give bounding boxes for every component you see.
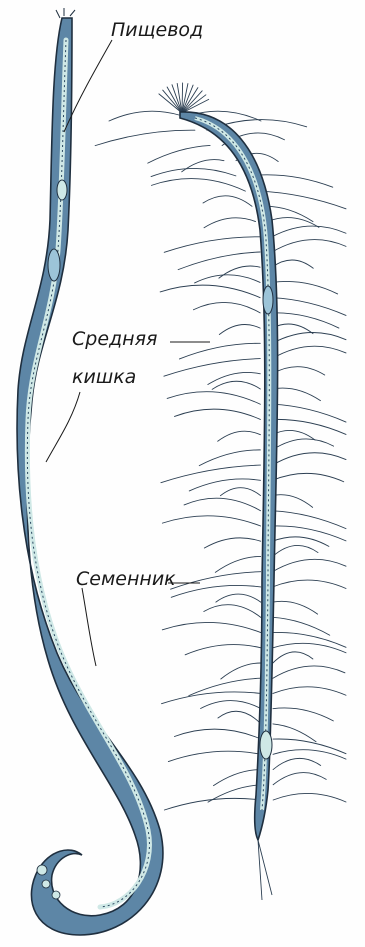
bristle-left: [184, 498, 260, 511]
bristle-left: [175, 409, 261, 419]
left-worm-egg: [42, 880, 50, 888]
bristle-right: [272, 324, 313, 334]
bristle-left: [164, 798, 261, 810]
bristle-left: [220, 488, 260, 496]
bristle-right: [273, 652, 313, 663]
bristle-right: [273, 580, 346, 588]
bristle-right: [273, 559, 346, 571]
bristle-right: [272, 346, 346, 358]
bristle-right: [273, 545, 318, 556]
bristle-right: [272, 226, 346, 237]
bristle-right: [273, 643, 346, 652]
bristle-left: [168, 751, 261, 761]
bristle-left: [148, 145, 210, 163]
bristle-left: [195, 275, 261, 283]
bristle-right: [272, 313, 339, 328]
bristle-left: [160, 285, 260, 298]
bristle-left: [218, 711, 261, 724]
bristle-right: [272, 260, 313, 268]
bristle-left: [203, 196, 252, 207]
bristle-left: [162, 516, 260, 526]
leader-line-midgut: [46, 392, 80, 462]
bristle-right: [272, 367, 324, 375]
left-worm-bulb: [57, 180, 67, 200]
left-worm-bulb: [48, 249, 60, 281]
bristle-right: [272, 333, 346, 344]
bristle-left: [164, 359, 260, 377]
bristle-left: [218, 431, 261, 441]
bristle-right: [273, 687, 346, 695]
bristles: [95, 83, 346, 810]
leader-line-testis: [82, 588, 96, 666]
bristle-left: [199, 450, 260, 466]
bristle-right: [273, 495, 313, 508]
bristle-left: [178, 252, 260, 270]
left-worm-head-hairs: [56, 8, 75, 18]
bristle-right: [273, 773, 326, 785]
bristle-left: [219, 266, 260, 278]
bristle-right: [273, 708, 333, 721]
bristle-left: [174, 729, 261, 739]
bristle-left: [167, 392, 260, 405]
bristle-right: [273, 793, 346, 802]
bristle-left: [185, 645, 261, 655]
bristle-right: [273, 758, 321, 769]
bristle-left: [204, 605, 261, 618]
bristle-left: [182, 160, 224, 172]
left-worm: [17, 8, 163, 935]
bristle-left: [204, 218, 255, 228]
bristle-left: [179, 343, 260, 359]
bristle-left: [109, 111, 179, 121]
bristle-left: [161, 465, 261, 483]
bristle-left: [213, 770, 261, 786]
bristle-left: [151, 168, 236, 176]
head-bristle: [182, 83, 183, 113]
right-worm-bulb: [263, 286, 273, 314]
bristle-right: [273, 601, 318, 614]
bristle-right: [272, 439, 333, 450]
bristle-right: [273, 750, 346, 759]
bristle-right: [273, 537, 329, 547]
label-midgut-line1: Средняя: [72, 328, 157, 350]
bristle-left: [95, 130, 195, 145]
bristle-left: [162, 692, 261, 704]
bristle-right: [272, 453, 346, 465]
bristle-left: [189, 678, 261, 695]
bristle-left: [193, 302, 260, 312]
bristle-left: [204, 538, 260, 548]
bristle-left: [201, 701, 261, 709]
right-worm: [180, 112, 278, 900]
label-midgut-line2: кишка: [72, 366, 136, 388]
bristle-left: [219, 325, 260, 335]
left-worm-egg: [52, 891, 60, 899]
bristle-right: [272, 281, 338, 293]
bristle-left: [164, 237, 260, 253]
left-worm-egg: [37, 865, 47, 875]
bristle-left: [151, 179, 245, 192]
head-bristle: [182, 91, 202, 113]
bristle-left: [216, 594, 261, 602]
bristle-right: [273, 473, 344, 481]
bristle-left: [208, 372, 260, 384]
bristle-right: [272, 419, 346, 434]
bristle-left: [212, 381, 260, 389]
bristle-left: [215, 556, 260, 572]
bristle-right: [272, 240, 346, 252]
right-worm-tail-hairs: [258, 840, 272, 900]
bristle-left: [221, 663, 261, 679]
bristle-left: [162, 622, 260, 632]
bristle-right: [273, 666, 345, 678]
label-esophagus: Пищевод: [111, 19, 203, 41]
label-testis: Семенник: [76, 568, 176, 590]
bristle-right: [272, 388, 320, 401]
left-worm-body: [17, 18, 163, 935]
right-worm-bulb: [260, 731, 272, 759]
